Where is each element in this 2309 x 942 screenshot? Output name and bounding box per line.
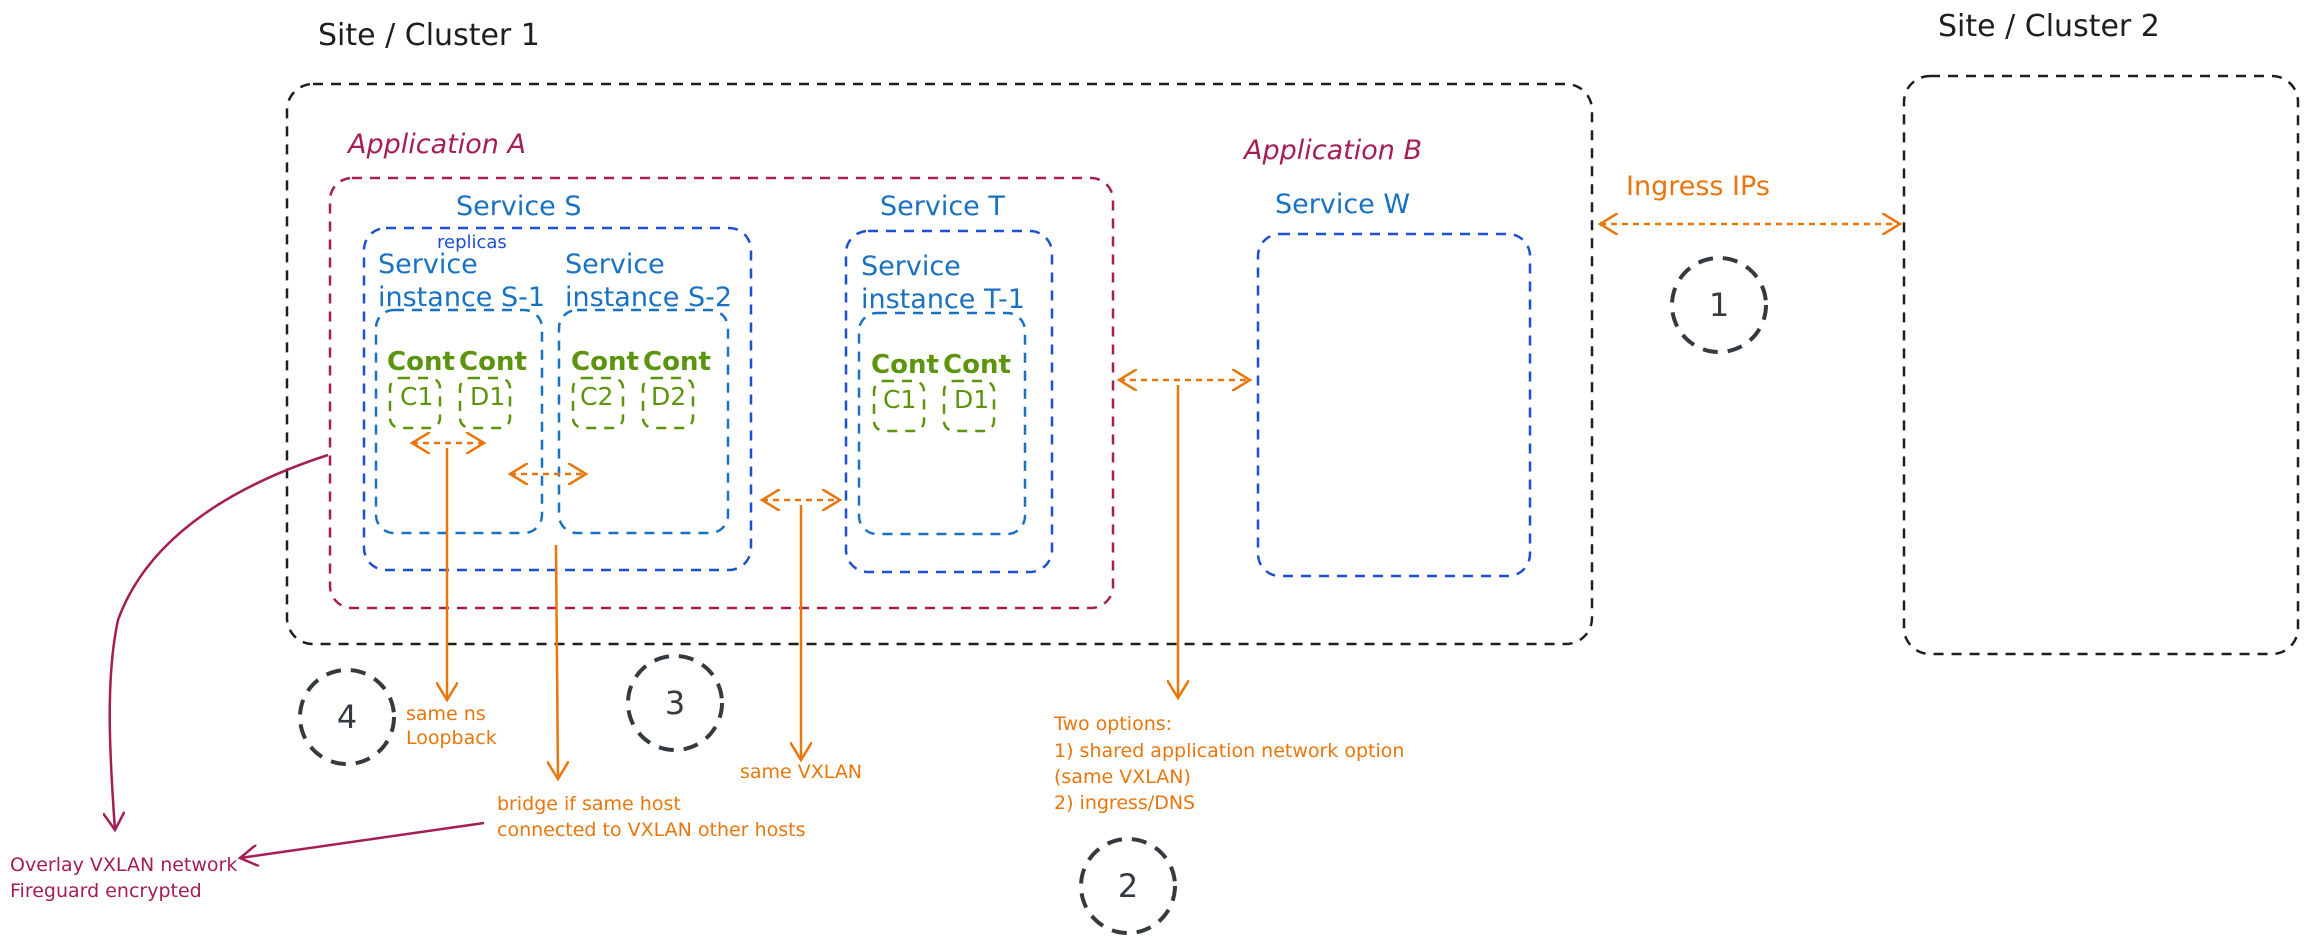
ingress-ips-label: Ingress IPs bbox=[1626, 171, 1770, 202]
container-c1-label: C1 bbox=[883, 385, 916, 414]
instance-t1-label: Service bbox=[861, 251, 961, 282]
container-label: Cont bbox=[459, 347, 527, 377]
marker-1 bbox=[1670, 256, 1768, 354]
container-d2-box bbox=[641, 376, 695, 430]
options-item-2: 2) ingress/DNS bbox=[1054, 792, 1195, 814]
application-a-title: Application A bbox=[346, 129, 526, 160]
instance-s1-label: Service bbox=[378, 249, 478, 280]
marker-3 bbox=[626, 654, 724, 752]
instance-s2-box bbox=[557, 308, 730, 535]
overlay-callout-arrow bbox=[110, 453, 329, 830]
bridge-label: bridge if same host bbox=[497, 793, 681, 815]
instance-s1-label: instance S-1 bbox=[378, 282, 545, 313]
container-c1-box bbox=[388, 376, 442, 430]
container-label: Cont bbox=[871, 350, 939, 380]
container-label: Cont bbox=[643, 347, 711, 377]
instance-s2-label: Service bbox=[565, 249, 665, 280]
same-ns-label: same ns bbox=[406, 703, 486, 725]
instance-t1-label: instance T-1 bbox=[861, 284, 1025, 315]
instance-s2-label: instance S-2 bbox=[565, 282, 732, 313]
container-d2-label: D2 bbox=[651, 382, 686, 411]
marker-1-label: 1 bbox=[1709, 286, 1729, 324]
service-t-box bbox=[844, 229, 1054, 574]
container-d1-label: D1 bbox=[954, 385, 989, 414]
container-label: Cont bbox=[387, 347, 455, 377]
service-s-title: Service S bbox=[456, 191, 582, 222]
marker-2-label: 2 bbox=[1118, 867, 1138, 905]
container-c1-label: C1 bbox=[400, 382, 433, 411]
cluster-2-title: Site / Cluster 2 bbox=[1938, 9, 2160, 44]
container-c2-box bbox=[571, 376, 625, 430]
bridge-callout-arrow bbox=[556, 544, 558, 779]
instance-s1-box bbox=[374, 308, 544, 535]
service-s-box bbox=[362, 226, 753, 572]
marker-4 bbox=[298, 668, 396, 766]
options-heading: Two options: bbox=[1053, 713, 1172, 735]
service-w-title: Service W bbox=[1275, 189, 1410, 220]
container-label: Cont bbox=[943, 350, 1011, 380]
same-vxlan-label: same VXLAN bbox=[740, 761, 862, 783]
container-label: Cont bbox=[571, 347, 639, 377]
application-b-title: Application B bbox=[1242, 135, 1422, 166]
service-w-box bbox=[1256, 232, 1532, 578]
application-a-box bbox=[328, 176, 1115, 610]
marker-2 bbox=[1079, 837, 1177, 935]
overlay-label: Overlay VXLAN network bbox=[10, 854, 237, 876]
fireguard-label: Fireguard encrypted bbox=[10, 880, 202, 902]
container-d1-label: D1 bbox=[470, 382, 505, 411]
marker-4-label: 4 bbox=[337, 698, 357, 736]
replicas-label: replicas bbox=[437, 232, 507, 253]
container-c1-box bbox=[872, 379, 926, 433]
options-item-1-note: (same VXLAN) bbox=[1054, 766, 1191, 788]
instance-t1-box bbox=[857, 311, 1027, 536]
container-d1-box bbox=[458, 376, 512, 430]
options-item-1: 1) shared application network option bbox=[1054, 740, 1404, 762]
bridge-vxlan-label: connected to VXLAN other hosts bbox=[497, 819, 806, 841]
loopback-label: Loopback bbox=[406, 727, 497, 749]
cluster-1-box bbox=[285, 82, 1594, 646]
cluster-2-box bbox=[1902, 74, 2300, 656]
container-d1-box bbox=[942, 379, 996, 433]
cluster-1-title: Site / Cluster 1 bbox=[318, 18, 540, 53]
container-c2-label: C2 bbox=[580, 382, 613, 411]
service-t-title: Service T bbox=[880, 191, 1005, 222]
bridge-to-overlay-arrow bbox=[240, 821, 485, 858]
marker-3-label: 3 bbox=[665, 684, 685, 722]
